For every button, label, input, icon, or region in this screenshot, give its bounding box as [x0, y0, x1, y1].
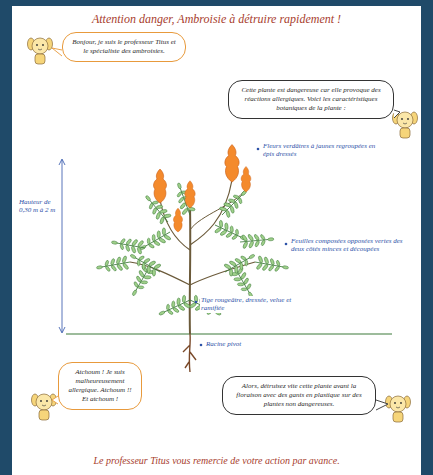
part-label: Fleurs verdâtres à jaunes regroupées en …	[262, 142, 388, 159]
bubble-text: Atchoum ! Je suis malheureusement allerg…	[67, 368, 133, 404]
speech-bubble: Bonjour, je suis le professeur Titus et …	[62, 32, 186, 62]
speech-bubble: Alors, détruisez vite cette plante avant…	[222, 376, 376, 415]
part-label: Tige rougeâtre, dressée, velue et ramifi…	[200, 296, 294, 313]
title: Attention danger, Ambroisie à détruire r…	[30, 12, 403, 26]
caption: Le professeur Titus vous remercie de vot…	[30, 455, 403, 467]
bubble-text: Bonjour, je suis le professeur Titus et …	[71, 38, 177, 56]
part-label: Hauteur de 0,30 m à 2 m	[18, 198, 60, 215]
part-label: Racine pivot	[205, 340, 277, 348]
part-label: Feuilles composées opposées vertes des d…	[290, 237, 404, 254]
bubble-text: Cette plante est dangereuse car elle pro…	[237, 86, 385, 113]
bubble-text: Alors, détruisez vite cette plante avant…	[231, 382, 367, 409]
speech-bubble: Cette plante est dangereuse car elle pro…	[228, 80, 394, 119]
speech-bubble: Atchoum ! Je suis malheureusement allerg…	[58, 362, 142, 410]
